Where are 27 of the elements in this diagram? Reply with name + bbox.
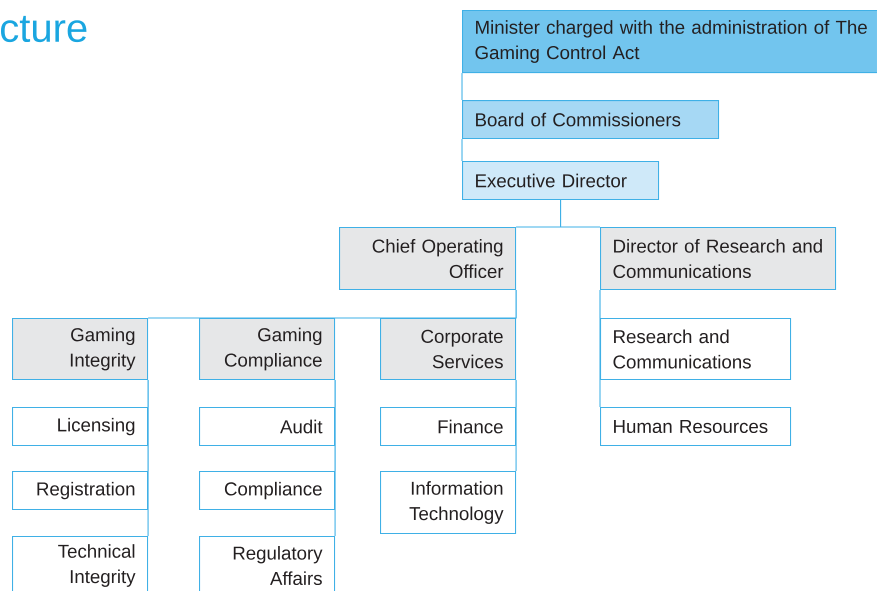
department-box: Gaming Compliance — [199, 318, 336, 380]
department-box: Gaming Integrity — [12, 318, 148, 380]
unit-box: Regulatory Affairs — [199, 536, 336, 591]
unit-box: Registration — [12, 471, 148, 510]
minister-box: Minister charged with the administration of The Gaming Control Act — [462, 10, 877, 74]
unit-box: Finance — [380, 407, 516, 446]
connector-line — [461, 139, 463, 161]
unit-box: Human Resources — [600, 407, 792, 446]
unit-box: Information Technology — [380, 471, 516, 534]
connector-line — [516, 380, 517, 471]
unit-box: Compliance — [199, 471, 336, 510]
department-box: Chief Operating Officer — [339, 227, 516, 290]
connector-line — [599, 290, 601, 407]
connector-line — [560, 200, 600, 228]
heading: cture — [0, 16, 86, 42]
unit-box: Audit — [199, 407, 336, 446]
connector-line — [334, 380, 336, 536]
board-box: Board of Commissioners — [462, 100, 720, 140]
department-box: Corporate Services — [380, 318, 516, 380]
unit-box: Research and Communications — [600, 318, 792, 380]
unit-box: Technical Integrity — [12, 536, 148, 591]
department-box: Director of Research and Communications — [600, 227, 836, 290]
director-box: Executive Director — [462, 161, 660, 200]
connector-line — [148, 380, 149, 536]
connector-line — [516, 290, 517, 318]
connector-line — [461, 73, 463, 100]
unit-box: Licensing — [12, 407, 148, 446]
